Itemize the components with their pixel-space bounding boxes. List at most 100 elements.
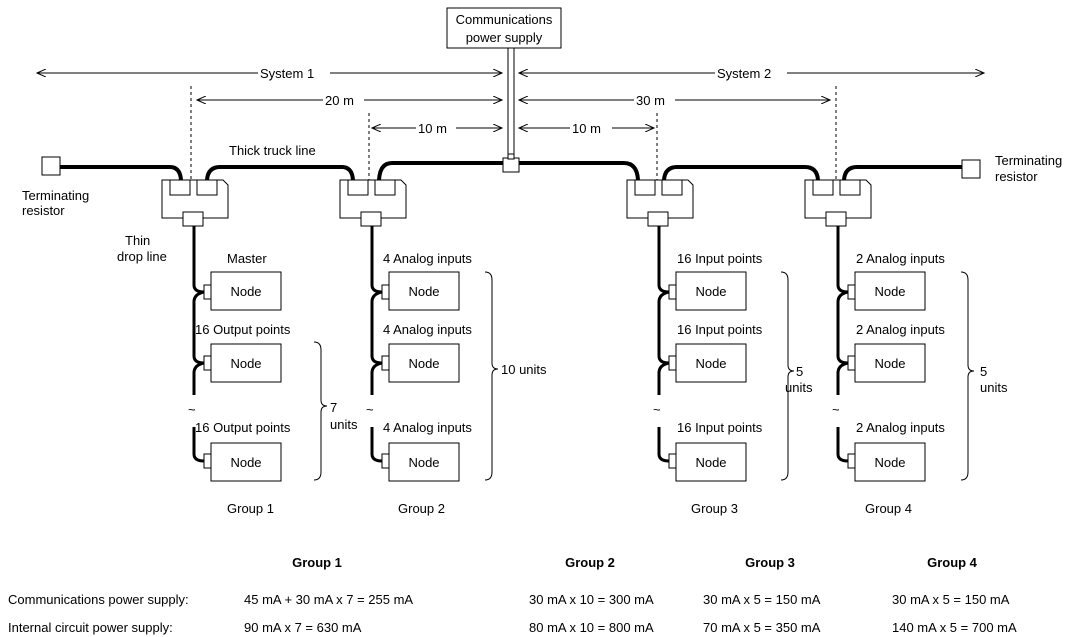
table-cell: 140 mA x 5 = 700 mA [892,620,1017,635]
node-label: Node [874,455,905,470]
node-box [675,343,747,383]
node-label: Node [695,284,726,299]
t-branch-tap-4 [804,179,872,227]
node-box [675,271,747,311]
group-2-label-3: 4 Analog inputs [383,420,472,435]
power-supply-box [446,7,562,49]
group-1-name: Group 1 [227,501,274,516]
node-label: Node [695,356,726,371]
group-3-count-1: 5 [796,364,803,379]
node-connector [847,355,856,371]
table-header-group-1: Group 1 [292,555,342,570]
system2-label: System 2 [717,66,771,81]
group-3-label-3: 16 Input points [677,420,763,435]
group-3-label-2: 16 Input points [677,322,763,337]
group-2: 4 Analog inputs Node 4 Analog inputs Nod… [366,251,547,516]
drop-line-group-1 [192,226,205,463]
node-label: Node [230,284,261,299]
group-3-label-1: 16 Input points [677,251,763,266]
group-1-count-1: 7 [330,400,337,415]
node-box [388,271,460,311]
t-branch-tap-3 [626,179,694,227]
d20-label: 20 m [325,93,354,108]
table-cell: 30 mA x 10 = 300 mA [529,592,654,607]
power-tap-box [502,157,520,173]
node-connector [203,453,212,469]
thin-drop-label-2: drop line [117,249,167,264]
table-cell: 90 mA x 7 = 630 mA [244,620,362,635]
table-header-group-3: Group 3 [745,555,795,570]
node-connector [381,453,390,469]
node-connector [381,355,390,371]
group-1: Master Node 16 Output points Node ~ 16 O… [188,251,358,516]
group-4-count-1: 5 [980,364,987,379]
node-connector [847,284,856,300]
terminating-resistor-right [961,159,981,179]
node-connector [668,355,677,371]
system1-label: System 1 [260,66,314,81]
trunk-segment-5 [662,165,820,181]
consumption-table: Group 1 Group 2 Group 3 Group 4 Communic… [8,555,1017,635]
group-4: 2 Analog inputs Node 2 Analog inputs Nod… [832,251,1008,516]
trunk-segment-1 [60,165,183,181]
group-3-brace [780,271,795,481]
table-row-label: Communications power supply: [8,592,189,607]
node-box [210,271,282,311]
node-connector [203,284,212,300]
power-supply-label-1: Communications [456,12,553,27]
group-1-label-1: Master [227,251,267,266]
group-1-brace [313,341,328,481]
tilde: ~ [188,402,196,417]
tilde: ~ [366,402,374,417]
node-connector [847,453,856,469]
table-row-label: Internal circuit power supply: [8,620,173,635]
group-4-label-3: 2 Analog inputs [856,420,945,435]
table-cell: 80 mA x 10 = 800 mA [529,620,654,635]
d30-label: 30 m [636,93,665,108]
node-label: Node [874,284,905,299]
d10-left-label: 10 m [418,121,447,136]
group-4-brace [960,271,975,481]
group-4-name: Group 4 [865,501,912,516]
power-supply-label-2: power supply [466,30,543,45]
drop-line-group-4 [836,226,849,463]
node-box [854,442,926,482]
power-tap-connector [507,153,515,160]
node-label: Node [408,455,439,470]
node-box [388,343,460,383]
node-box [388,442,460,482]
term-left-label-2: resistor [22,203,65,218]
t-branch-tap-2 [339,179,407,227]
node-box [854,271,926,311]
group-2-brace [484,271,499,481]
group-4-label-1: 2 Analog inputs [856,251,945,266]
node-label: Node [408,284,439,299]
term-right-label-2: resistor [995,169,1038,184]
node-label: Node [230,455,261,470]
trunk-segment-4 [519,161,640,181]
node-connector [203,355,212,371]
table-cell: 45 mA + 30 mA x 7 = 255 mA [244,592,413,607]
group-1-count-2: units [330,417,358,432]
t-branch-tap-1 [161,179,229,227]
trunk-segment-3 [377,161,503,181]
group-3-count-2: units [785,380,813,395]
group-2-count-1: 10 units [501,362,547,377]
term-left-label-1: Terminating [22,188,89,203]
node-connector [668,284,677,300]
table-cell: 30 mA x 5 = 150 mA [703,592,821,607]
thick-trunk-label: Thick truck line [229,143,316,158]
node-box [675,442,747,482]
group-3-name: Group 3 [691,501,738,516]
tilde: ~ [832,402,840,417]
table-cell: 30 mA x 5 = 150 mA [892,592,1010,607]
trunk-segment-6 [842,165,962,181]
d10-right-label: 10 m [572,121,601,136]
group-4-count-2: units [980,380,1008,395]
node-box [210,343,282,383]
node-connector [668,453,677,469]
tilde: ~ [653,402,661,417]
node-label: Node [695,455,726,470]
node-connector [381,284,390,300]
